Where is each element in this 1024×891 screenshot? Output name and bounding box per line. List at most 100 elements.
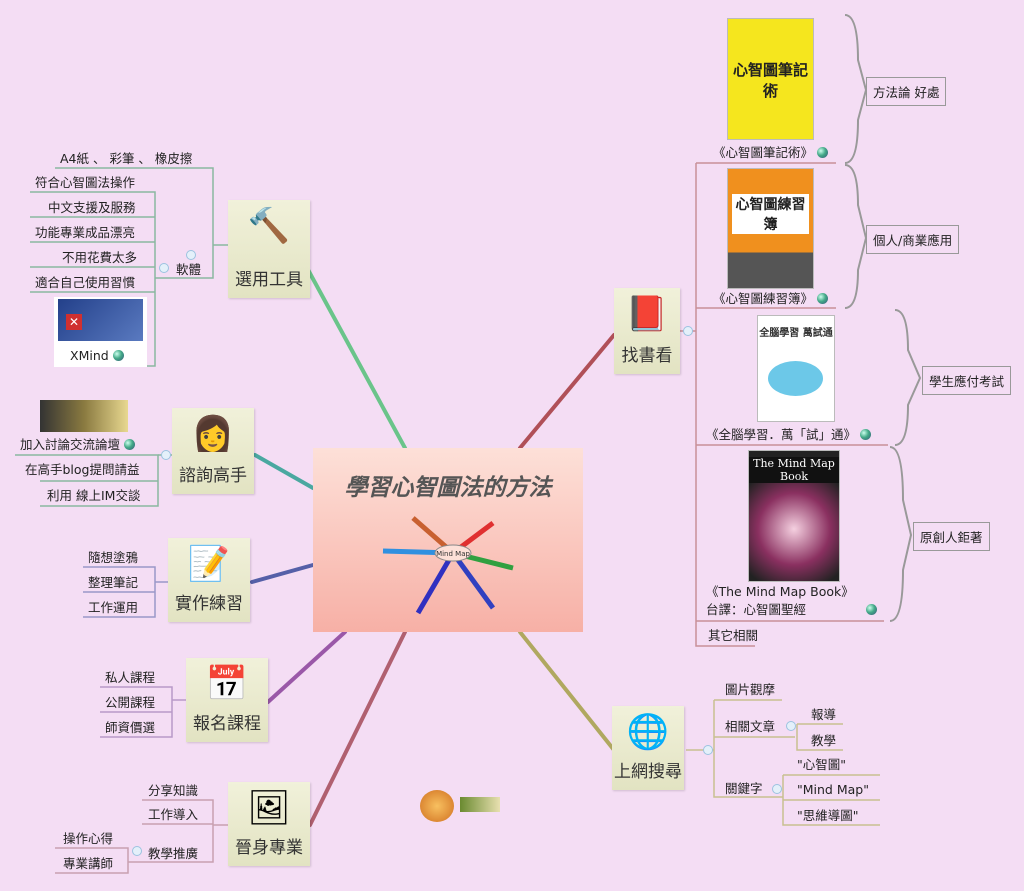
subtopic[interactable]: 報導 <box>811 707 837 722</box>
book-cover-image: 全腦學習 萬試通 <box>757 315 835 422</box>
subtopic-label[interactable]: 《全腦學習．萬「試」通》 <box>706 427 857 442</box>
subtopic[interactable]: "思維導圖" <box>797 808 859 823</box>
globe-search-icon: 🌐 <box>626 712 670 752</box>
studio-logo <box>460 797 500 812</box>
forum-banner-image <box>40 400 128 432</box>
book-cover-title: 心智圖練習簿 <box>732 194 809 234</box>
book-cover-title: 心智圖筆記術 <box>732 61 808 100</box>
topic-career[interactable]: 🖼 晉身專業 <box>228 782 310 866</box>
central-title: 學習心智圖法的方法 <box>344 475 552 501</box>
xmind-link[interactable]: XMind <box>70 348 124 363</box>
subtopic[interactable]: 隨想塗鴉 <box>88 550 139 565</box>
subtopic-note: 台譯：心智圖聖經 <box>706 602 878 617</box>
subtopic[interactable]: 師資價選 <box>105 720 156 735</box>
summary-box[interactable]: 個人/商業應用 <box>866 225 960 254</box>
person-icon: 👩 <box>191 414 235 454</box>
subtopic[interactable]: 中文支援及服務 <box>48 200 136 215</box>
summary-box[interactable]: 學生應付考試 <box>922 366 1012 395</box>
globe-link-icon[interactable] <box>860 429 872 440</box>
book-icon: 📕 <box>625 294 669 334</box>
subtopic[interactable]: 分享知識 <box>148 783 199 798</box>
cover-illustration <box>768 361 823 396</box>
xmind-logo-image: ✕ <box>58 299 143 341</box>
subtopic-software[interactable]: 軟體 <box>176 262 202 277</box>
summary-box[interactable]: 方法論 好處 <box>866 77 947 106</box>
subtopic-label[interactable]: 加入討論交流論壇 <box>20 437 121 452</box>
subtopic[interactable]: 在高手blog提問請益 <box>25 462 140 477</box>
book-cover-image: 心智圖筆記術 <box>727 18 814 140</box>
calendar-icon: 📅 <box>205 664 249 704</box>
topic-label: 選用工具 <box>235 270 303 290</box>
xmind-label: XMind <box>70 348 109 363</box>
topic-books[interactable]: 📕 找書看 <box>614 288 680 374</box>
globe-link-icon[interactable] <box>817 293 829 304</box>
collapse-button[interactable] <box>683 326 693 336</box>
topic-label: 找書看 <box>621 346 673 366</box>
globe-link-icon[interactable] <box>124 439 136 450</box>
subtopic-label[interactable]: 《The Mind Map Book》 <box>706 584 854 599</box>
collapse-button[interactable] <box>186 250 196 260</box>
globe-link-icon[interactable] <box>112 350 124 361</box>
xmind-x-icon: ✕ <box>66 314 82 330</box>
subtopic[interactable]: 加入討論交流論壇 <box>20 437 136 452</box>
xmind-node[interactable]: ✕ XMind <box>54 297 147 367</box>
subtopic[interactable]: "Mind Map" <box>797 782 869 797</box>
topic-practice[interactable]: 📝 實作練習 <box>168 538 250 622</box>
subtopic[interactable]: 操作心得 <box>63 831 114 846</box>
globe-link-icon[interactable] <box>866 604 878 615</box>
topic-web[interactable]: 🌐 上網搜尋 <box>612 706 684 790</box>
subtopic-label[interactable]: 《心智圖筆記術》 <box>713 145 814 160</box>
subtopic[interactable]: 其它相關 <box>708 628 759 643</box>
collapse-button[interactable] <box>159 263 169 273</box>
subtopic[interactable]: 利用 線上IM交談 <box>47 488 141 503</box>
picture-icon: 🖼 <box>247 788 291 828</box>
subtopic-note-label: 台譯：心智圖聖經 <box>706 602 807 617</box>
pen-paper-icon: 📝 <box>187 544 231 584</box>
subtopic[interactable]: 整理筆記 <box>88 575 139 590</box>
subtopic[interactable]: 專業講師 <box>63 856 114 871</box>
subtopic[interactable]: 符合心智圖法操作 <box>35 175 136 190</box>
subtopic[interactable]: 圖片觀摩 <box>725 682 776 697</box>
topic-tools[interactable]: 🔨 選用工具 <box>228 200 310 298</box>
subtopic[interactable]: 工作導入 <box>148 807 199 822</box>
collapse-button[interactable] <box>786 721 796 731</box>
central-topic[interactable]: 學習心智圖法的方法 Mind Map <box>313 448 583 632</box>
topic-label: 實作練習 <box>175 594 243 614</box>
subtopic[interactable]: 工作運用 <box>88 600 139 615</box>
seal-logo <box>420 790 454 822</box>
book-cover-title: The Mind Map Book <box>749 457 839 483</box>
subtopic[interactable]: 不用花費太多 <box>62 250 138 265</box>
collapse-button[interactable] <box>703 745 713 755</box>
subtopic[interactable]: 公開課程 <box>105 695 156 710</box>
subtopic[interactable]: A4紙 、 彩筆 、 橡皮擦 <box>60 151 193 166</box>
book-cover-title: 全腦學習 萬試通 <box>759 328 833 339</box>
subtopic-label[interactable]: 《心智圖練習簿》 <box>713 291 814 306</box>
topic-label: 晉身專業 <box>235 838 303 858</box>
subtopic[interactable]: 關鍵字 <box>725 781 763 796</box>
subtopic[interactable]: 私人課程 <box>105 670 156 685</box>
subtopic[interactable]: 《全腦學習．萬「試」通》 <box>706 427 872 442</box>
collapse-button[interactable] <box>772 784 782 794</box>
subtopic[interactable]: 教學推廣 <box>148 846 199 861</box>
collapse-button[interactable] <box>161 450 171 460</box>
mind-map-thumbnail: Mind Map <box>382 516 514 615</box>
topic-label: 報名課程 <box>193 714 261 734</box>
topic-consult[interactable]: 👩 諮詢高手 <box>172 408 254 494</box>
topic-label: 上網搜尋 <box>614 762 682 782</box>
topic-course[interactable]: 📅 報名課程 <box>186 658 268 742</box>
summary-box[interactable]: 原創人鉅著 <box>913 522 990 551</box>
subtopic[interactable]: 教學 <box>811 733 837 748</box>
book-cover-image: The Mind Map Book <box>748 450 840 582</box>
collapse-button[interactable] <box>132 846 142 856</box>
subtopic[interactable]: 《心智圖練習簿》 <box>713 291 829 306</box>
hammer-icon: 🔨 <box>247 206 291 246</box>
subtopic[interactable]: 相關文章 <box>725 719 776 734</box>
book-cover-image: 心智圖練習簿 <box>727 168 814 289</box>
globe-link-icon[interactable] <box>817 147 829 158</box>
subtopic[interactable]: 功能專業成品漂亮 <box>35 225 136 240</box>
subtopic[interactable]: "心智圖" <box>797 757 846 772</box>
subtopic[interactable]: 《The Mind Map Book》 <box>706 584 854 599</box>
subtopic[interactable]: 適合自己使用習慣 <box>35 275 136 290</box>
subtopic[interactable]: 《心智圖筆記術》 <box>713 145 829 160</box>
